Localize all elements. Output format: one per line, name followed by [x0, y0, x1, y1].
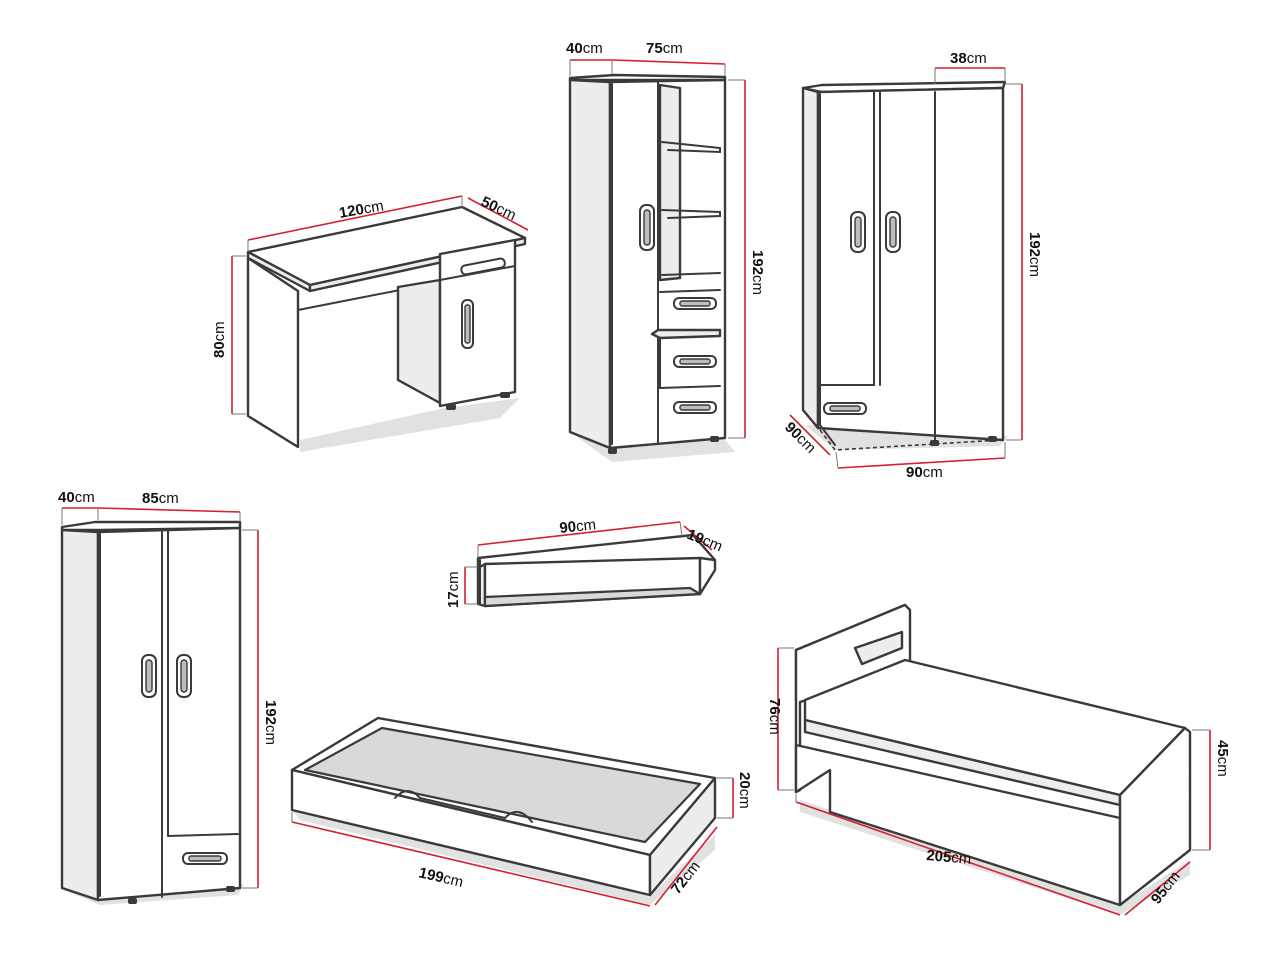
drawer-inside — [303, 726, 702, 844]
label-bed-footboard-height: 45cm — [1214, 740, 1231, 777]
label-shelf-cabinet-width: 75cm — [646, 40, 683, 57]
label-shelf-cabinet-depth: 40cm — [566, 40, 603, 57]
dimension-lines — [61, 59, 1211, 916]
label-desk-height: 80cm — [211, 321, 228, 358]
label-drawer-length: 199cm — [417, 864, 465, 891]
corner-wardrobe — [801, 80, 1008, 451]
label-bed-length: 205cm — [926, 847, 972, 868]
shelf-cabinet — [568, 73, 735, 462]
desk-pedestal — [438, 238, 517, 408]
label-desk-width: 120cm — [338, 197, 385, 222]
label-wall-shelf-height: 17cm — [445, 571, 462, 608]
desk-drawer-handle — [460, 257, 506, 276]
label-bed-headboard-height: 76cm — [766, 698, 783, 735]
label-wardrobe-width: 85cm — [142, 490, 179, 507]
desk — [246, 205, 527, 452]
wall-shelf — [476, 533, 717, 608]
label-wardrobe-depth: 40cm — [58, 489, 95, 506]
label-corner-wardrobe-side-b: 90cm — [906, 464, 943, 481]
under-bed-drawer — [290, 716, 717, 905]
label-desk-depth: 50cm — [478, 193, 518, 224]
label-wall-shelf-depth: 19cm — [685, 526, 725, 556]
wardrobe — [60, 520, 244, 905]
label-wardrobe-height: 192cm — [262, 700, 279, 745]
label-corner-wardrobe-height: 192cm — [1026, 232, 1043, 277]
label-corner-wardrobe-depth: 38cm — [950, 50, 987, 67]
desk-left-panel — [246, 256, 300, 449]
bed — [794, 603, 1192, 915]
corner-wardrobe-front — [816, 86, 1005, 442]
label-corner-wardrobe-side-a: 90cm — [781, 419, 819, 457]
label-shelf-cabinet-height: 192cm — [749, 250, 766, 295]
label-wall-shelf-width: 90cm — [559, 516, 597, 537]
label-drawer-height: 20cm — [736, 772, 753, 809]
